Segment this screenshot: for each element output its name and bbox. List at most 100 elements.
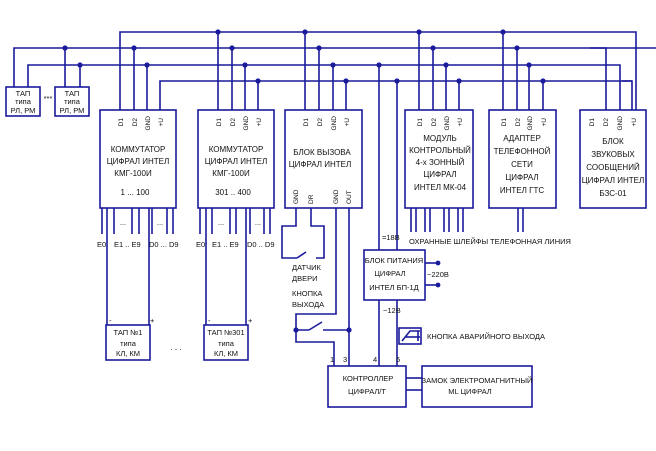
- blok-bzs01: D1 D2 GND +U БЛОК ЗВУКОВЫХ СООБЩЕНИЙ ЦИФ…: [579, 109, 647, 209]
- okhrannye-shleify-label: ОХРАННЫЕ ШЛЕЙФЫ: [409, 237, 488, 246]
- zamok-line2: ML ЦИФРАЛ: [448, 387, 492, 396]
- pin-gnd: GND: [617, 116, 624, 131]
- output-d0-d9: D0 .. D9: [247, 240, 275, 249]
- kommutator-2-line1: КОММУТАТОР: [209, 145, 264, 154]
- blok-vyzova-line2: ЦИФРАЛ ИНТЕЛ: [289, 160, 352, 169]
- zamok-line1: ЗАМОК ЭЛЕКТРОМАГНИТНЫЙ: [422, 376, 533, 385]
- bp-line1: БЛОК ПИТАНИЯ: [365, 256, 423, 265]
- output-e1-e9: E1 .. E9: [114, 240, 141, 249]
- kommutator-1-line3: КМГ-100И: [114, 169, 152, 178]
- modul-line3: 4-х ЗОННЫЙ: [416, 158, 465, 167]
- bp-out-18v: =18В: [382, 233, 400, 242]
- output-e0: E0: [196, 240, 205, 249]
- tap-bottom-1-line1: ТАП №1: [114, 328, 143, 337]
- pin-d1: D1: [216, 118, 223, 127]
- pin-u: +U: [457, 118, 464, 127]
- kommutator-2-range: 301 .. 400: [215, 188, 251, 197]
- datchik-line1: ДАТЧИК: [292, 263, 321, 272]
- modul-line4: ЦИФРАЛ: [423, 170, 456, 179]
- tap-top-1-line1: ТАП: [16, 89, 31, 98]
- tap-bottom-2: - + ТАП №301 типа КЛ, КМ: [203, 316, 253, 361]
- modul-line5: ИНТЕЛ МК-04: [414, 183, 467, 192]
- kommutator-1-line2: ЦИФРАЛ ИНТЕЛ: [107, 157, 170, 166]
- pin-d2: D2: [132, 118, 139, 127]
- controller-line1: КОНТРОЛЛЕР: [343, 374, 394, 383]
- pin-gnd: GND: [243, 116, 250, 131]
- pin-gnd: GND: [145, 116, 152, 131]
- tap-top-1-line3: РЛ, РМ: [11, 106, 36, 115]
- adapter-line5: ИНТЕЛ ГТС: [500, 186, 544, 195]
- tap-bottom-1-minus: -: [109, 316, 112, 325]
- pin-1: 1: [330, 355, 334, 364]
- tap-bottom-2-line2: типа: [218, 339, 235, 348]
- bzs-line3: СООБЩЕНИЙ: [586, 163, 640, 172]
- controller: 1 3 4 5 КОНТРОЛЛЕР ЦИФРАЛ/Т: [327, 355, 422, 408]
- pin-5: 5: [396, 355, 400, 364]
- kommutator-2-outputs: ... ... E0 E1 .. E9 D0 .. D9: [196, 208, 275, 325]
- pin-dr: DR: [308, 194, 315, 204]
- tap-top-2-line2: типа: [64, 97, 81, 106]
- knopka-vyhoda-line2: ВЫХОДА: [292, 300, 324, 309]
- modul-line2: КОНТРОЛЬНЫЙ: [409, 146, 471, 155]
- pin-gnd-2: GND: [333, 189, 340, 204]
- kommutator-2: D1 D2 GND +U КОММУТАТОР ЦИФРАЛ ИНТЕЛ КМГ…: [197, 109, 275, 209]
- pin-gnd: GND: [444, 116, 451, 131]
- kommutator-2-dots-d: ...: [255, 218, 261, 227]
- pin-d1: D1: [501, 118, 508, 127]
- blok-pitaniya: БЛОК ПИТАНИЯ ЦИФРАЛ ИНТЕЛ БП-1Д =18В ~22…: [363, 233, 449, 366]
- adapter-gts: D1 D2 GND +U АДАПТЕР ТЕЛЕФОННОЙ СЕТИ ЦИФ…: [488, 109, 571, 246]
- pin-d1: D1: [118, 118, 125, 127]
- pin-d1: D1: [417, 118, 424, 127]
- pin-out: OUT: [346, 190, 353, 204]
- knopka-vyhoda: КНОПКА ВЫХОДА: [292, 208, 352, 366]
- tap-bottom-1-plus: +: [150, 316, 155, 325]
- adapter-line1: АДАПТЕР: [503, 134, 541, 143]
- blok-vyzova-line1: БЛОК ВЫЗОВА: [293, 148, 351, 157]
- tap-top-2-line1: ТАП: [65, 89, 80, 98]
- pin-d1: D1: [303, 118, 310, 127]
- knopka-avar-label: КНОПКА АВАРИЙНОГО ВЫХОДА: [427, 332, 545, 341]
- pin-gnd: GND: [527, 116, 534, 131]
- output-e1-e9: E1 .. E9: [212, 240, 239, 249]
- bzs-line2: ЗВУКОВЫХ: [591, 150, 635, 159]
- tap-bottom-ellipsis: . . .: [170, 343, 181, 352]
- tap-top-2: ТАП типа РЛ, РМ: [54, 86, 90, 117]
- kommutator-1-dots-d: ...: [157, 218, 163, 227]
- modul-mk04: D1 D2 GND +U МОДУЛЬ КОНТРОЛЬНЫЙ 4-х ЗОНН…: [404, 109, 488, 246]
- pin-u: +U: [158, 118, 165, 127]
- tap-top-ellipsis: ***: [44, 94, 53, 103]
- pin-u: +U: [631, 118, 638, 127]
- tap-top-1-line2: типа: [15, 97, 32, 106]
- bp-out-12v: ~12В: [383, 306, 401, 315]
- blok-vyzova: D1 D2 GND +U БЛОК ВЫЗОВА ЦИФРАЛ ИНТЕЛ GN…: [284, 109, 363, 209]
- pin-d2: D2: [317, 118, 324, 127]
- tap-bottom-2-minus: -: [208, 316, 211, 325]
- tap-bottom-1-line3: КЛ, КМ: [116, 349, 140, 358]
- pin-u: +U: [344, 118, 351, 127]
- pin-4: 4: [373, 355, 377, 364]
- kommutator-2-dots-e: ...: [218, 218, 224, 227]
- knopka-avariynogo-vyhoda: КНОПКА АВАРИЙНОГО ВЫХОДА: [398, 327, 545, 345]
- zamok: ЗАМОК ЭЛЕКТРОМАГНИТНЫЙ ML ЦИФРАЛ: [421, 365, 533, 408]
- pin-u: +U: [541, 118, 548, 127]
- pin-d1: D1: [589, 118, 596, 127]
- tap-bottom-2-line1: ТАП №301: [207, 328, 244, 337]
- adapter-line3: СЕТИ: [511, 160, 533, 169]
- telefonnaya-liniya-label: ТЕЛЕФОННАЯ ЛИНИЯ: [490, 237, 571, 246]
- controller-line2: ЦИФРАЛ/Т: [348, 387, 386, 396]
- pin-gnd-1: GND: [293, 189, 300, 204]
- adapter-line2: ТЕЛЕФОННОЙ: [494, 147, 551, 156]
- datchik-line2: ДВЕРИ: [292, 274, 317, 283]
- bp-line2: ЦИФРАЛ: [374, 269, 405, 278]
- pin-u: +U: [256, 118, 263, 127]
- bp-line3: ИНТЕЛ БП-1Д: [369, 283, 418, 292]
- pin-d2: D2: [431, 118, 438, 127]
- kommutator-1-line1: КОММУТАТОР: [111, 145, 166, 154]
- kommutator-2-line2: ЦИФРАЛ ИНТЕЛ: [205, 157, 268, 166]
- tap-top-2-line3: РЛ, РМ: [60, 106, 85, 115]
- pin-gnd: GND: [331, 116, 338, 131]
- pin-d2: D2: [603, 118, 610, 127]
- adapter-line4: ЦИФРАЛ: [505, 173, 538, 182]
- tap-top-1: ТАП типа РЛ, РМ: [5, 86, 41, 117]
